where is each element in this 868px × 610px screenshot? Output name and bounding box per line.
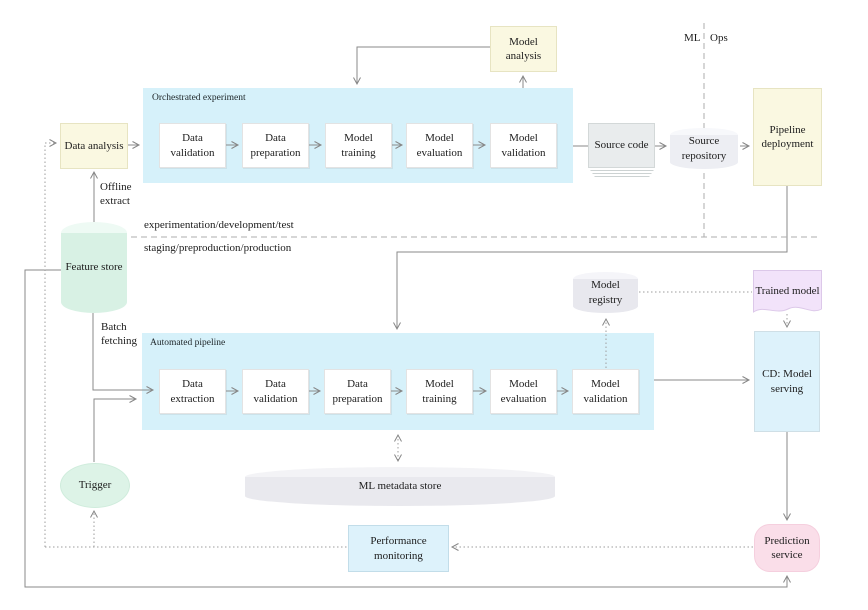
zone-label-ops: Ops — [710, 32, 728, 44]
edge-feature-store-to-prediction — [24, 269, 791, 588]
node-feature-store[interactable]: Feature store — [61, 222, 127, 313]
node-o-data-preparation-label: Data preparation — [250, 132, 301, 159]
node-o-model-evaluation-label: Model evaluation — [416, 132, 463, 159]
node-o-data-preparation[interactable]: Data preparation — [242, 123, 309, 168]
node-pipeline-deployment-label: Pipeline deployment — [761, 123, 814, 150]
node-o-model-training-label: Model training — [341, 132, 376, 159]
node-cd-model-serving-label: CD: Model serving — [762, 368, 812, 395]
node-model-analysis-label: Model analysis — [505, 35, 542, 62]
node-trigger[interactable]: Trigger — [60, 463, 130, 508]
node-source-code-label: Source code — [594, 139, 649, 152]
node-model-registry-label: Model registry — [588, 279, 623, 306]
node-a-data-validation-label: Data validation — [253, 378, 298, 405]
source-code-stack-line — [592, 173, 651, 174]
node-a-data-extraction-label: Data extraction — [170, 378, 215, 405]
container-orchestrated-experiment-label: Orchestrated experiment — [152, 93, 246, 103]
edge-feature-store-to-data-extraction — [92, 313, 155, 394]
node-a-data-preparation[interactable]: Data preparation — [324, 369, 391, 414]
zone-label-experimentation: experimentation/development/test — [144, 219, 294, 231]
node-performance-monitoring-label: Performance monitoring — [370, 535, 427, 562]
edge-model-analysis-to-experiment — [353, 46, 490, 86]
node-data-analysis[interactable]: Data analysis — [60, 123, 128, 169]
node-o-model-validation[interactable]: Model validation — [490, 123, 557, 168]
node-source-code[interactable]: Source code — [588, 123, 655, 177]
node-prediction-service[interactable]: Prediction service — [754, 524, 820, 572]
node-ml-metadata-store-label: ML metadata store — [358, 480, 442, 493]
node-feature-store-label: Feature store — [65, 261, 123, 274]
node-a-data-extraction[interactable]: Data extraction — [159, 369, 226, 414]
node-source-repository-label: Source repository — [681, 135, 727, 162]
node-trigger-label: Trigger — [78, 479, 112, 492]
edge-deployment-to-automated-pipeline — [393, 186, 788, 331]
node-o-model-training[interactable]: Model training — [325, 123, 392, 168]
node-o-data-validation[interactable]: Data validation — [159, 123, 226, 168]
node-a-data-validation[interactable]: Data validation — [242, 369, 309, 414]
node-a-model-training-label: Model training — [422, 378, 457, 405]
node-o-model-validation-label: Model validation — [501, 132, 546, 159]
edge-trigger-to-pipeline — [93, 395, 138, 462]
node-o-data-validation-label: Data validation — [170, 132, 215, 159]
node-trained-model[interactable]: Trained model — [753, 270, 822, 318]
node-source-repository[interactable]: Source repository — [670, 128, 738, 169]
source-code-stack-line — [594, 176, 649, 177]
node-o-model-evaluation[interactable]: Model evaluation — [406, 123, 473, 168]
zone-label-ml: ML — [684, 32, 701, 44]
node-model-registry[interactable]: Model registry — [573, 272, 638, 313]
container-automated-pipeline-label: Automated pipeline — [150, 338, 226, 348]
container-automated-pipeline[interactable] — [142, 333, 654, 430]
node-prediction-service-label: Prediction service — [764, 534, 810, 561]
node-a-model-evaluation[interactable]: Model evaluation — [490, 369, 557, 414]
cylinder-body — [61, 233, 127, 313]
node-cd-model-serving[interactable]: CD: Model serving — [754, 331, 820, 432]
edge-label-offline-extract: Offline extract — [100, 181, 132, 207]
zone-label-staging: staging/preproduction/production — [144, 242, 292, 254]
node-ml-metadata-store[interactable]: ML metadata store — [245, 467, 555, 506]
cylinder-body — [573, 279, 638, 313]
node-a-model-validation[interactable]: Model validation — [572, 369, 639, 414]
node-trained-model-label: Trained model — [755, 284, 820, 297]
trained-model-wave-shape — [753, 270, 822, 313]
cylinder-body — [245, 477, 555, 506]
node-a-model-training[interactable]: Model training — [406, 369, 473, 414]
node-performance-monitoring[interactable]: Performance monitoring — [348, 525, 449, 572]
node-a-model-validation-label: Model validation — [583, 378, 628, 405]
node-a-model-evaluation-label: Model evaluation — [500, 378, 547, 405]
cylinder-body — [670, 135, 738, 169]
node-data-analysis-label: Data analysis — [64, 139, 124, 152]
node-a-data-preparation-label: Data preparation — [332, 378, 383, 405]
source-code-stack-line — [590, 170, 653, 171]
edge-monitoring-to-data-analysis — [44, 139, 58, 547]
edge-label-batch-fetching: Batch fetching — [101, 321, 138, 347]
node-model-analysis[interactable]: Model analysis — [490, 26, 557, 72]
node-pipeline-deployment[interactable]: Pipeline deployment — [753, 88, 822, 186]
